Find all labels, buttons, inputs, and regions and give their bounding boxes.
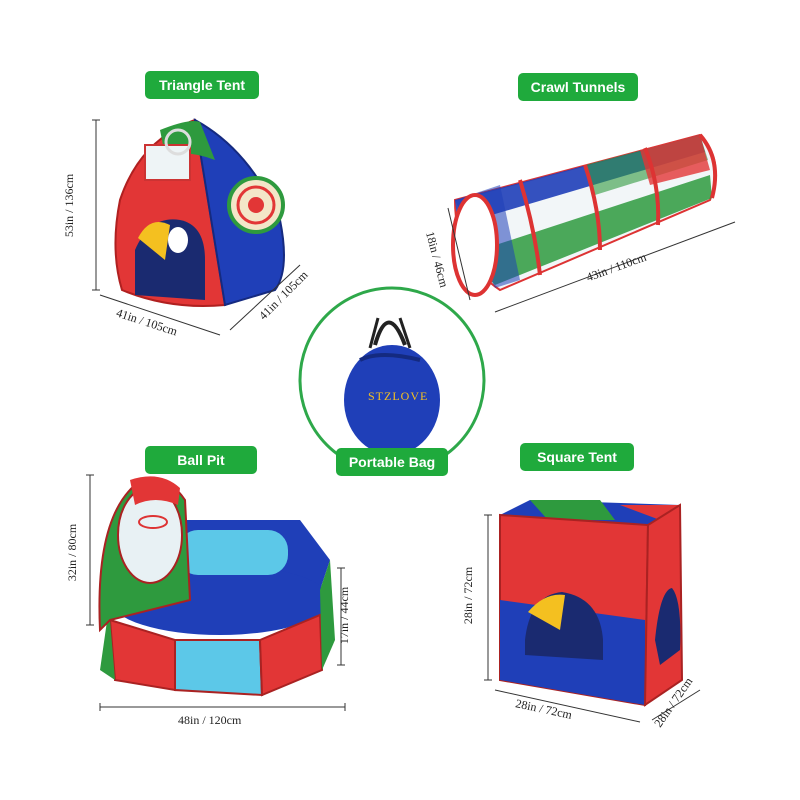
square-tent-height-dim: 28in / 72cm xyxy=(461,566,476,625)
bag-brand-text: STZLOVE xyxy=(368,389,429,403)
crawl-tunnels-label: Crawl Tunnels xyxy=(518,73,638,101)
crawl-tunnel-image xyxy=(451,133,718,297)
portable-bag-label: Portable Bag xyxy=(336,448,448,476)
ball-pit-wall-dim: 17in / 44cm xyxy=(337,586,352,645)
square-tent-image xyxy=(499,500,684,707)
triangle-tent-label: Triangle Tent xyxy=(145,71,259,99)
ball-pit-width-dim: 48in / 120cm xyxy=(178,713,242,727)
ball-pit-label: Ball Pit xyxy=(145,446,257,474)
ball-pit-image xyxy=(98,476,335,697)
dimension-lines xyxy=(86,119,736,723)
triangle-tent-image xyxy=(114,118,285,307)
triangle-tent-height-dim: 53in / 136cm xyxy=(62,173,77,238)
ball-pit-tall-dim: 32in / 80cm xyxy=(65,523,80,582)
portable-bag-image xyxy=(298,286,486,474)
square-tent-label: Square Tent xyxy=(520,443,634,471)
